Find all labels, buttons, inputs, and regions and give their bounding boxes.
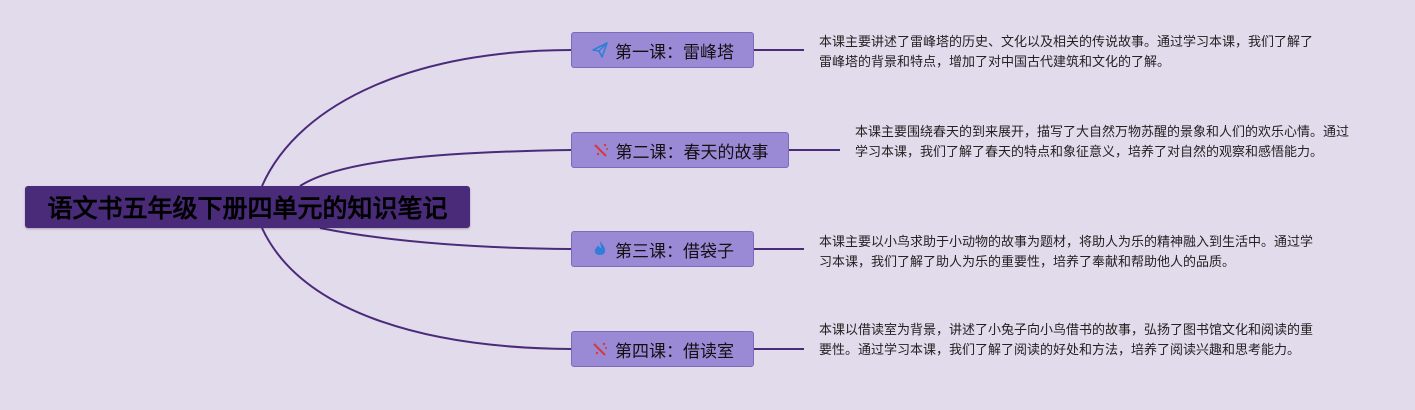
lesson-3-title: 第三课：借袋子 (615, 241, 734, 262)
lesson-1-note: 本课主要讲述了雷峰塔的历史、文化以及相关的传说故事。通过学习本课，我们了解了雷峰… (819, 35, 1314, 70)
lesson-3-node[interactable]: 第三课：借袋子 (571, 231, 754, 267)
connector-root-lesson-4 (261, 227, 572, 350)
lesson-1-title: 第一课：雷峰塔 (615, 42, 734, 63)
root-topic-label: 语文书五年级下册四单元的知识笔记 (47, 194, 448, 223)
lesson-2-note: 本课主要围绕春天的到来展开，描写了大自然万物苏醒的景象和人们的欢乐心情。通过学习… (855, 125, 1350, 160)
lesson-4-title: 第四课：借读室 (615, 341, 734, 362)
flame-icon (591, 240, 609, 258)
lesson-4-node[interactable]: 第四课：借读室 (571, 331, 754, 367)
root-topic[interactable]: 语文书五年级下册四单元的知识笔记 (25, 186, 470, 228)
connector-root-lesson-3 (319, 227, 572, 250)
paper-plane-icon (591, 41, 609, 59)
lesson-3-note: 本课主要以小鸟求助于小动物的故事为题材，将助人为乐的精神融入到生活中。通过学习本… (819, 235, 1314, 270)
lesson-1-node[interactable]: 第一课：雷峰塔 (571, 32, 754, 68)
magic-wand-icon (591, 340, 609, 358)
lesson-2-node[interactable]: 第二课：春天的故事 (571, 132, 789, 168)
magic-wand-icon (592, 141, 610, 159)
connector-root-lesson-2 (299, 149, 572, 187)
lesson-4-note: 本课以借读室为背景，讲述了小兔子向小鸟借书的故事，弘扬了图书馆文化和阅读的重要性… (819, 323, 1314, 358)
lesson-2-title: 第二课：春天的故事 (615, 142, 769, 163)
connector-root-lesson-1 (261, 49, 572, 187)
